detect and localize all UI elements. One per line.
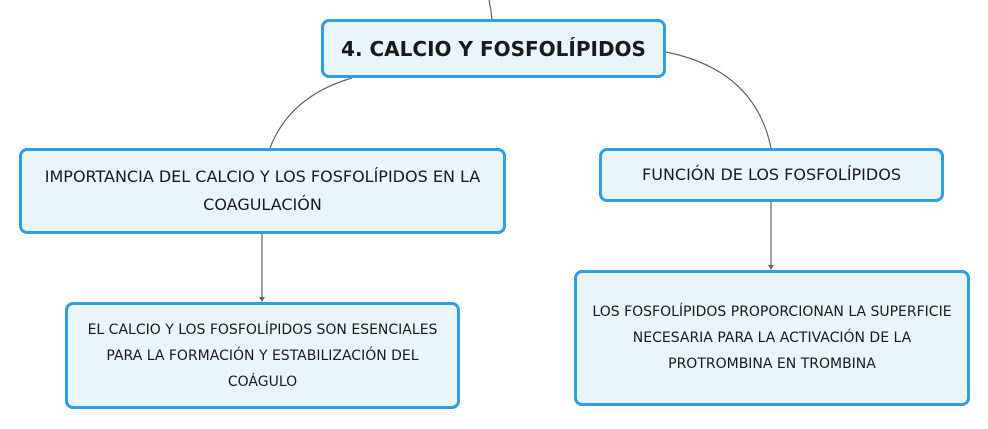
branch-node-function[interactable]: FUNCIÓN DE LOS FOSFOLÍPIDOS (599, 148, 944, 202)
arrowhead-left (259, 297, 265, 302)
leaf-node-phospholipid-surface[interactable]: LOS FOSFOLÍPIDOS PROPORCIONAN LA SUPERFI… (574, 270, 970, 406)
root-node[interactable]: 4. CALCIO Y FOSFOLÍPIDOS (321, 19, 666, 78)
connector-root-to-right (665, 51, 772, 149)
connector-from-parent (488, 0, 493, 20)
branch-node-function-label: FUNCIÓN DE LOS FOSFOLÍPIDOS (642, 165, 901, 184)
leaf-node-calcium-essential[interactable]: EL CALCIO Y LOS FOSFOLÍPIDOS SON ESENCIA… (65, 302, 460, 409)
connector-root-to-left (269, 77, 353, 149)
branch-node-importance[interactable]: IMPORTANCIA DEL CALCIO Y LOS FOSFOLÍPIDO… (19, 148, 506, 234)
arrowhead-right (768, 265, 774, 270)
leaf-node-phospholipid-surface-label: LOS FOSFOLÍPIDOS PROPORCIONAN LA SUPERFI… (592, 304, 952, 372)
branch-node-importance-label: IMPORTANCIA DEL CALCIO Y LOS FOSFOLÍPIDO… (44, 167, 481, 214)
root-node-label: 4. CALCIO Y FOSFOLÍPIDOS (341, 36, 646, 61)
leaf-node-calcium-essential-label: EL CALCIO Y LOS FOSFOLÍPIDOS SON ESENCIA… (87, 321, 438, 390)
